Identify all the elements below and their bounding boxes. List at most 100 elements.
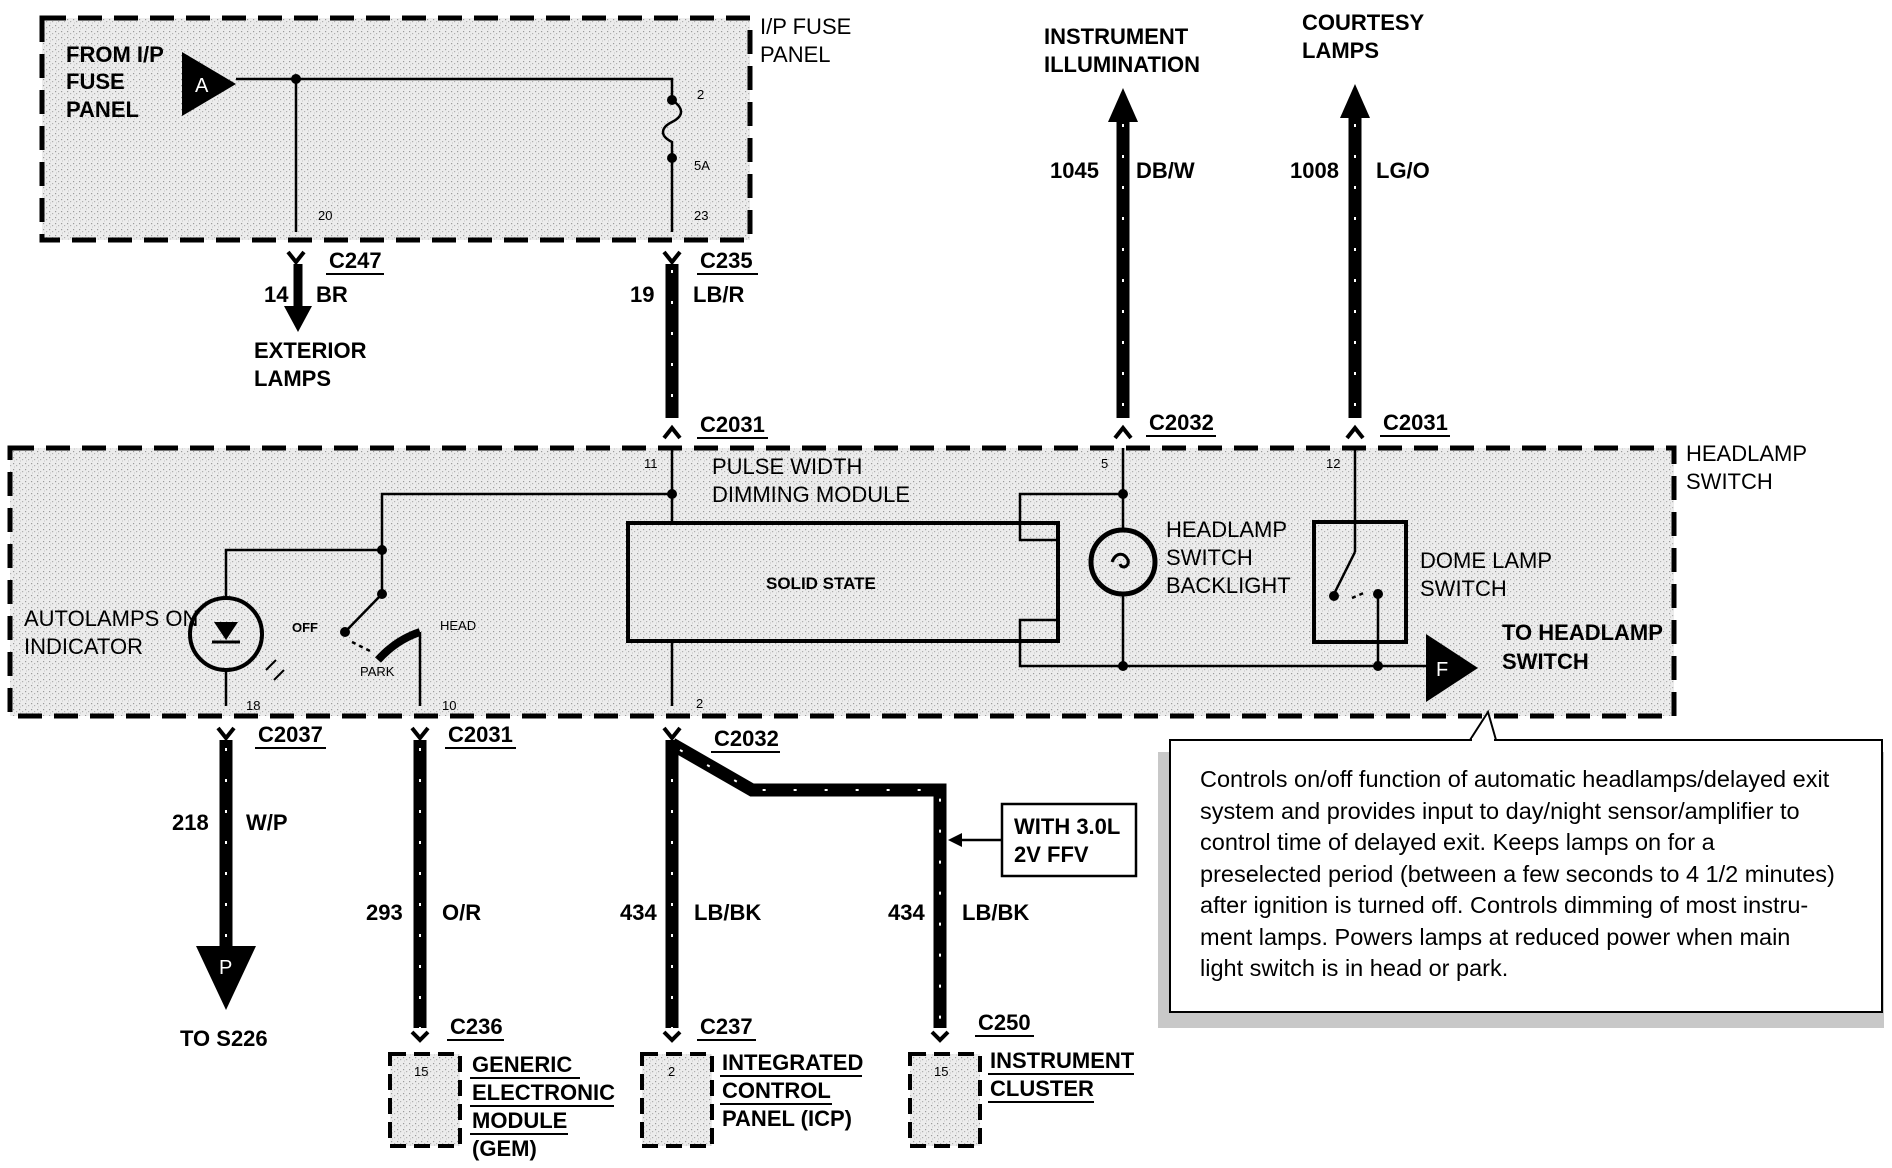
gem-label-1: GENERIC [472, 1052, 572, 1077]
switch-off-label: OFF [292, 620, 318, 635]
fuse-5a-element [661, 98, 683, 158]
circuit-434-cluster: WITH 3.0L 2V FFV 434 LB/BK C250 15 INSTR… [888, 802, 1138, 1148]
note-line-2: system and provides input to day/night s… [1200, 797, 1800, 824]
backlight-return-junction [1118, 661, 1128, 671]
pin-5: 5 [1101, 456, 1108, 471]
common-return-wire [1018, 618, 1426, 668]
circuit-293-number: 293 [366, 900, 403, 925]
fuse-panel-title-1: I/P FUSE [760, 14, 851, 39]
headlamp-switch-title-1: HEADLAMP [1686, 441, 1807, 466]
pwm-label-1: PULSE WIDTH [712, 454, 862, 479]
feed-19-wire-color: LB/R [693, 282, 744, 307]
note-line-1: Controls on/off function of automatic he… [1200, 766, 1830, 792]
condition-box [1000, 802, 1138, 878]
connector-f-triangle [1426, 634, 1478, 702]
instrument-illumination-circuit: INSTRUMENT ILLUMINATION 1045 DB/W C2032 [1044, 24, 1216, 440]
courtesy-lamps-label-2: LAMPS [1302, 38, 1379, 63]
c236-connector-symbol [410, 1030, 430, 1043]
c247-connector-symbol [286, 250, 306, 266]
gem-label-4: (GEM) [472, 1136, 537, 1161]
icp-label-1: INTEGRATED [722, 1050, 863, 1075]
fuse-panel-from-label-3: PANEL [66, 97, 139, 122]
switch-off-contact [340, 627, 350, 637]
circuit-434-icp-wire-color: LB/BK [694, 900, 761, 925]
c2031-bottom-connector-label: C2031 [448, 722, 513, 747]
courtesy-lamps-circuit: COURTESY LAMPS 1008 LG/O C2031 [1290, 10, 1450, 440]
note-line-6: ment lamps. Powers lamps at reduced powe… [1200, 923, 1791, 950]
c235-connector-label: C235 [700, 248, 753, 273]
cluster-label-1: INSTRUMENT [990, 1048, 1135, 1073]
icp-label-3: PANEL (ICP) [722, 1106, 852, 1131]
circuit-434-cluster-number: 434 [888, 900, 925, 925]
c2032-top-connector-symbol [1113, 424, 1133, 440]
circuit-293-wire-color: O/R [442, 900, 481, 925]
backlight-label-1: HEADLAMP [1166, 517, 1287, 542]
pin-12: 12 [1326, 456, 1340, 471]
dome-switch-blade [1332, 551, 1357, 595]
gem-label-3: MODULE [472, 1108, 567, 1133]
c2031-courtesy-connector-label: C2031 [1383, 410, 1448, 435]
note-line-3: control time of delayed exit. Keeps lamp… [1200, 829, 1715, 855]
c236-connector-label: C236 [450, 1014, 503, 1039]
gem-label-2: ELECTRONIC [472, 1080, 615, 1105]
headlamp-switch-title-2: SWITCH [1686, 469, 1773, 494]
switch-head-contact [375, 628, 422, 663]
c2037-connector-label: C2037 [258, 722, 323, 747]
switch-head-label: HEAD [440, 618, 476, 633]
connector-a-letter: A [195, 75, 209, 97]
fuse-panel-box [39, 15, 753, 243]
led-light-rays-icon [265, 659, 285, 681]
c2032-bottom-connector-label: C2032 [714, 726, 779, 751]
fuse-pin-20: 20 [318, 208, 332, 223]
pin-11: 11 [644, 456, 658, 471]
c2031-top-connector-symbol [662, 424, 682, 440]
condition-label-2: 2V FFV [1014, 842, 1089, 867]
c2031-bottom-connector-symbol [410, 726, 430, 742]
note-text: Controls on/off function of automatic he… [1200, 764, 1880, 985]
module-to-backlight-wire [1018, 492, 1123, 542]
c250-connector-label: C250 [978, 1010, 1031, 1035]
gem-module-box [388, 1052, 462, 1148]
fuse-panel: FROM I/P FUSE PANEL A I/P FUSE PANEL 2 5… [39, 14, 851, 243]
solid-state-module-box [626, 521, 1060, 643]
autolamps-label-1: AUTOLAMPS ON [24, 606, 198, 631]
fuse-panel-title-2: PANEL [760, 42, 831, 67]
fuse-bus-wire [236, 77, 674, 100]
to-headlamp-label-2: SWITCH [1502, 649, 1589, 674]
pin-10: 10 [442, 698, 456, 713]
circuit-434-cluster-wire [668, 738, 947, 1028]
feed-19-circuit-number: 19 [630, 282, 654, 307]
exterior-lamps-label-2: LAMPS [254, 366, 331, 391]
circuit-1008-number: 1008 [1290, 158, 1339, 183]
instrument-illumination-label-1: INSTRUMENT [1044, 24, 1189, 49]
cluster-label-2: CLUSTER [990, 1076, 1094, 1101]
indicator-feed-wire [224, 548, 382, 598]
icp-label-2: CONTROL [722, 1078, 831, 1103]
circuit-218-number: 218 [172, 810, 209, 835]
backlight-label-2: SWITCH [1166, 545, 1253, 570]
dome-return-junction [1373, 661, 1383, 671]
exterior-lamps-wire-color: BR [316, 282, 348, 307]
dome-lamp-switch-box [1312, 520, 1408, 644]
instrument-illumination-label-2: ILLUMINATION [1044, 52, 1200, 77]
c247-connector-label: C247 [329, 248, 382, 273]
switch-park-contact [351, 640, 373, 654]
connector-p-triangle [196, 946, 256, 1010]
switch-park-label: PARK [360, 664, 395, 679]
circuit-434-icp-number: 434 [620, 900, 657, 925]
icp-module-box [640, 1052, 714, 1148]
backlight-label-3: BACKLIGHT [1166, 573, 1291, 598]
exterior-lamps-circuit: C247 14 BR EXTERIOR LAMPS [254, 248, 384, 391]
fuse-rating: 5A [694, 158, 710, 173]
connector-f-letter: F [1436, 659, 1448, 681]
icp-pin-2: 2 [668, 1064, 675, 1079]
cluster-module-box [908, 1052, 982, 1148]
autolamps-label-2: INDICATOR [24, 634, 143, 659]
fuse-pin-2: 2 [697, 87, 704, 102]
c2037-connector-symbol [216, 726, 236, 742]
led-diode-icon [214, 622, 238, 640]
c237-connector-symbol [662, 1030, 682, 1043]
courtesy-lamps-arrow [1340, 84, 1370, 118]
pin-2: 2 [696, 696, 703, 711]
instrument-illumination-arrow [1108, 88, 1138, 122]
